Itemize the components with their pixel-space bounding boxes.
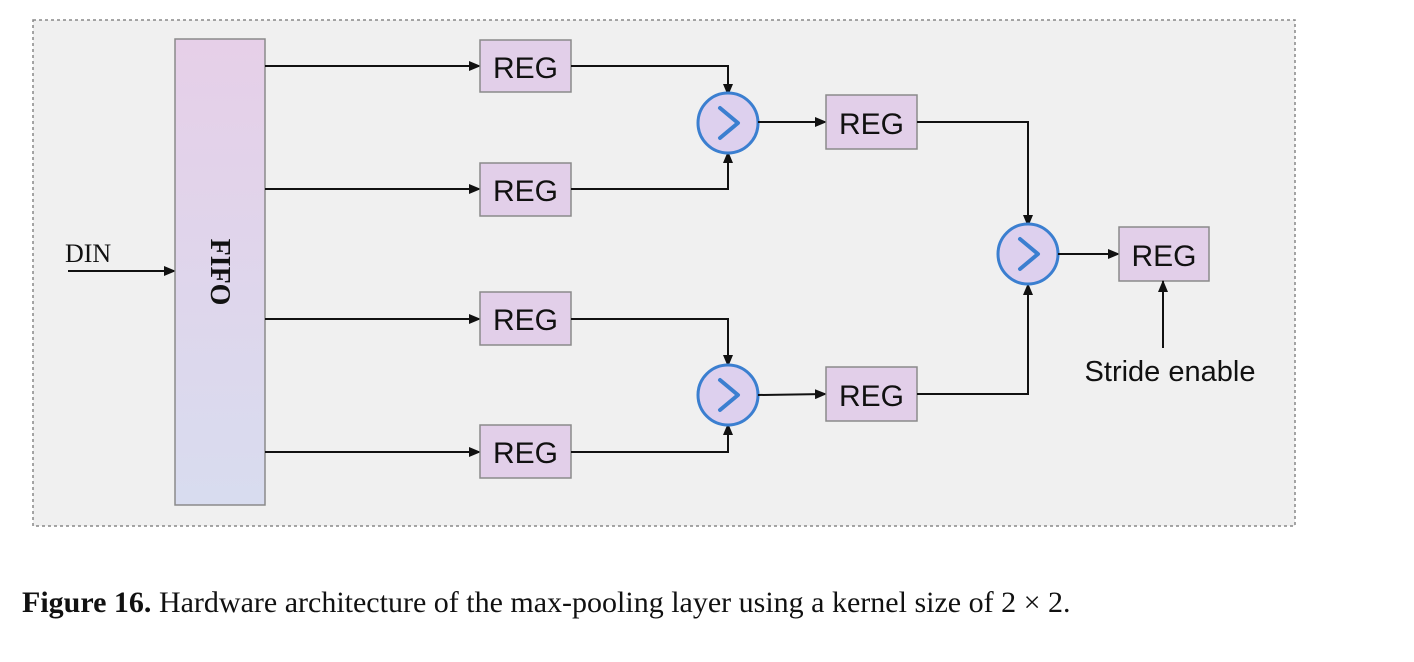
greater-than-icon — [718, 378, 740, 412]
reg-6: REG — [825, 366, 918, 422]
reg-3: REG — [479, 291, 572, 346]
reg-2: REG — [479, 162, 572, 217]
reg-output: REG — [1118, 226, 1210, 282]
reg-3-label: REG — [493, 304, 558, 337]
reg-4: REG — [479, 424, 572, 479]
stride-enable-label: Stride enable — [1085, 356, 1256, 388]
wire-reg2-cmp1 — [571, 151, 733, 190]
figure-caption: Figure 16. Hardware architecture of the … — [22, 586, 1402, 620]
comparator-1 — [696, 91, 760, 155]
reg-1: REG — [479, 39, 572, 93]
fifo-block — [174, 38, 266, 506]
reg-4-label: REG — [493, 437, 558, 470]
din-label: DIN — [65, 239, 111, 268]
wire-reg1-cmp1 — [571, 65, 733, 96]
reg-output-label: REG — [1131, 240, 1196, 273]
greater-than-icon — [718, 106, 740, 140]
wire-reg4-cmp2 — [571, 423, 733, 453]
reg-5: REG — [825, 94, 918, 150]
comparator-3 — [996, 222, 1060, 286]
wire-reg5-cmp3 — [917, 121, 1033, 227]
caption-text: Hardware architecture of the max-pooling… — [158, 586, 1071, 619]
greater-than-icon — [1018, 237, 1040, 271]
wire-reg3-cmp2 — [571, 318, 733, 367]
reg-6-label: REG — [839, 380, 904, 413]
wire-reg6-cmp3 — [917, 283, 1033, 395]
reg-5-label: REG — [839, 108, 904, 141]
wire-cmp2-reg6 — [757, 389, 827, 400]
figure-number: Figure 16. — [22, 586, 152, 619]
comparator-2 — [696, 363, 760, 427]
fifo-label: FIFO — [204, 239, 235, 306]
reg-1-label: REG — [493, 52, 558, 85]
reg-2-label: REG — [493, 175, 558, 208]
